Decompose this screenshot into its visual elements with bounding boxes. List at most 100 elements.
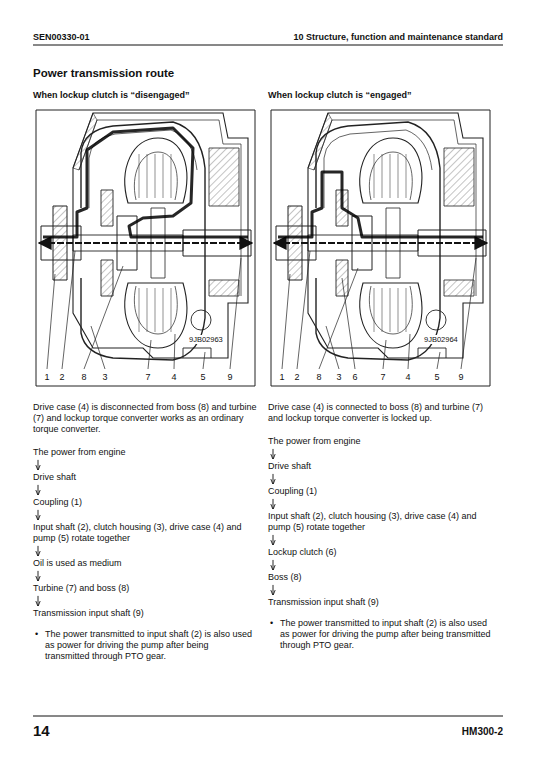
blade-line (398, 288, 399, 332)
header-section: 10 Structure, function and maintenance s… (293, 32, 503, 43)
blade-line (382, 154, 383, 198)
note-text: The power transmitted to input shaft (2)… (280, 618, 494, 651)
subheading: When lockup clutch is “disengaged” (33, 90, 190, 101)
callout-number: 5 (197, 372, 209, 383)
subheading: When lockup clutch is “engaged” (268, 90, 412, 101)
torque-converter-section (36, 110, 255, 386)
blade-line (406, 154, 407, 198)
model-code: HM300-2 (462, 726, 503, 738)
blade-line (163, 288, 164, 332)
flow-step-text: Input shaft (2), clutch housing (3), dri… (268, 511, 494, 533)
blade-line (163, 154, 164, 198)
flow-step-text: Coupling (1) (33, 497, 255, 508)
blade-line (155, 288, 156, 332)
flow-arrow (38, 485, 39, 495)
leader-line (319, 268, 358, 369)
blade-line (374, 154, 375, 198)
description: Drive case (4) is disconnected from boss… (33, 402, 257, 435)
callout-number: 4 (168, 372, 180, 383)
blade-line (406, 288, 407, 332)
callout-number: 8 (78, 372, 90, 383)
flow-step: Oil is used as medium (33, 558, 255, 569)
flow-arrow (38, 546, 39, 556)
lockup-clutch (101, 260, 113, 296)
flow-step-text: Transmission input shaft (9) (33, 608, 255, 619)
header-code: SEN00330-01 (33, 32, 90, 43)
blade-line (390, 154, 391, 198)
gear-housing (444, 148, 474, 206)
flow-arrow (273, 499, 274, 509)
turbine-line (369, 286, 412, 334)
bullet: • (35, 629, 38, 640)
blade-line (398, 154, 399, 198)
blade-line (390, 288, 391, 332)
flow-arrow (38, 596, 39, 606)
flow-step-text: Coupling (1) (268, 486, 494, 497)
pump-torus (125, 138, 187, 203)
flow-step: Lockup clutch (6) (268, 547, 494, 558)
leader-line (91, 326, 105, 369)
flow-step-text: The power from engine (268, 436, 494, 447)
leader-line (62, 251, 75, 369)
gear-housing (209, 280, 239, 296)
flow-step-text: Oil is used as medium (33, 558, 255, 569)
torque-converter-section (271, 110, 490, 386)
power-path (278, 172, 483, 237)
pump-torus (360, 138, 422, 203)
callout-number: 3 (99, 372, 111, 383)
flow-step: Drive shaft (268, 461, 494, 472)
pto-gear (191, 310, 211, 330)
figure-code: 9JB02964 (423, 335, 459, 344)
callout-number: 9 (224, 372, 236, 383)
leader-line (297, 251, 310, 369)
callout-number: 1 (276, 372, 288, 383)
callout-number: 2 (291, 372, 303, 383)
shaft-axis-arrow (274, 242, 487, 244)
page-title: Power transmission route (33, 66, 174, 80)
blade-line (139, 288, 140, 332)
callout-number: 8 (313, 372, 325, 383)
sump (418, 348, 446, 358)
power-path (43, 128, 248, 237)
blade-line (374, 288, 375, 332)
gear-housing (444, 280, 474, 296)
flow-step: Transmission input shaft (9) (268, 597, 494, 608)
shaft-axis-arrow (39, 242, 252, 244)
flow-step: Turbine (7) and boss (8) (33, 583, 255, 594)
case-inner-line (79, 120, 241, 296)
leader-line (47, 274, 55, 369)
flow-step-text: Lockup clutch (6) (268, 547, 494, 558)
blade-line (147, 288, 148, 332)
note-text: The power transmitted to input shaft (2)… (45, 629, 255, 662)
flow-step-text: Turbine (7) and boss (8) (33, 583, 255, 594)
bullet: • (270, 618, 273, 629)
flow-step: Drive shaft (33, 472, 255, 483)
clutch-housing (81, 122, 205, 360)
flow-step: Input shaft (2), clutch housing (3), dri… (268, 511, 494, 533)
pump-torus (360, 283, 422, 348)
leader-line (148, 340, 151, 369)
leader-line (437, 352, 440, 369)
flow-arrow (38, 510, 39, 520)
leader-line (383, 340, 386, 369)
callout-number: 1 (41, 372, 53, 383)
callout-number: 6 (349, 372, 361, 383)
flow-step-text: Transmission input shaft (9) (268, 597, 494, 608)
blade-line (147, 154, 148, 198)
flow-step: Transmission input shaft (9) (33, 608, 255, 619)
pto-gear (426, 310, 446, 330)
callout-number: 9 (455, 372, 467, 383)
flow-arrow (38, 571, 39, 581)
flow-arrow (273, 560, 274, 570)
flow-step: The power from engine (33, 447, 255, 458)
flow-step-text: The power from engine (33, 447, 255, 458)
turbine-line (369, 152, 412, 200)
description: Drive case (4) is connected to boss (8) … (268, 402, 494, 424)
sump (183, 348, 211, 358)
callout-number: 3 (333, 372, 345, 383)
figure-frame (36, 110, 255, 386)
leader-line (84, 266, 123, 369)
flow-step: Coupling (1) (268, 486, 494, 497)
turbine-line (134, 286, 177, 334)
